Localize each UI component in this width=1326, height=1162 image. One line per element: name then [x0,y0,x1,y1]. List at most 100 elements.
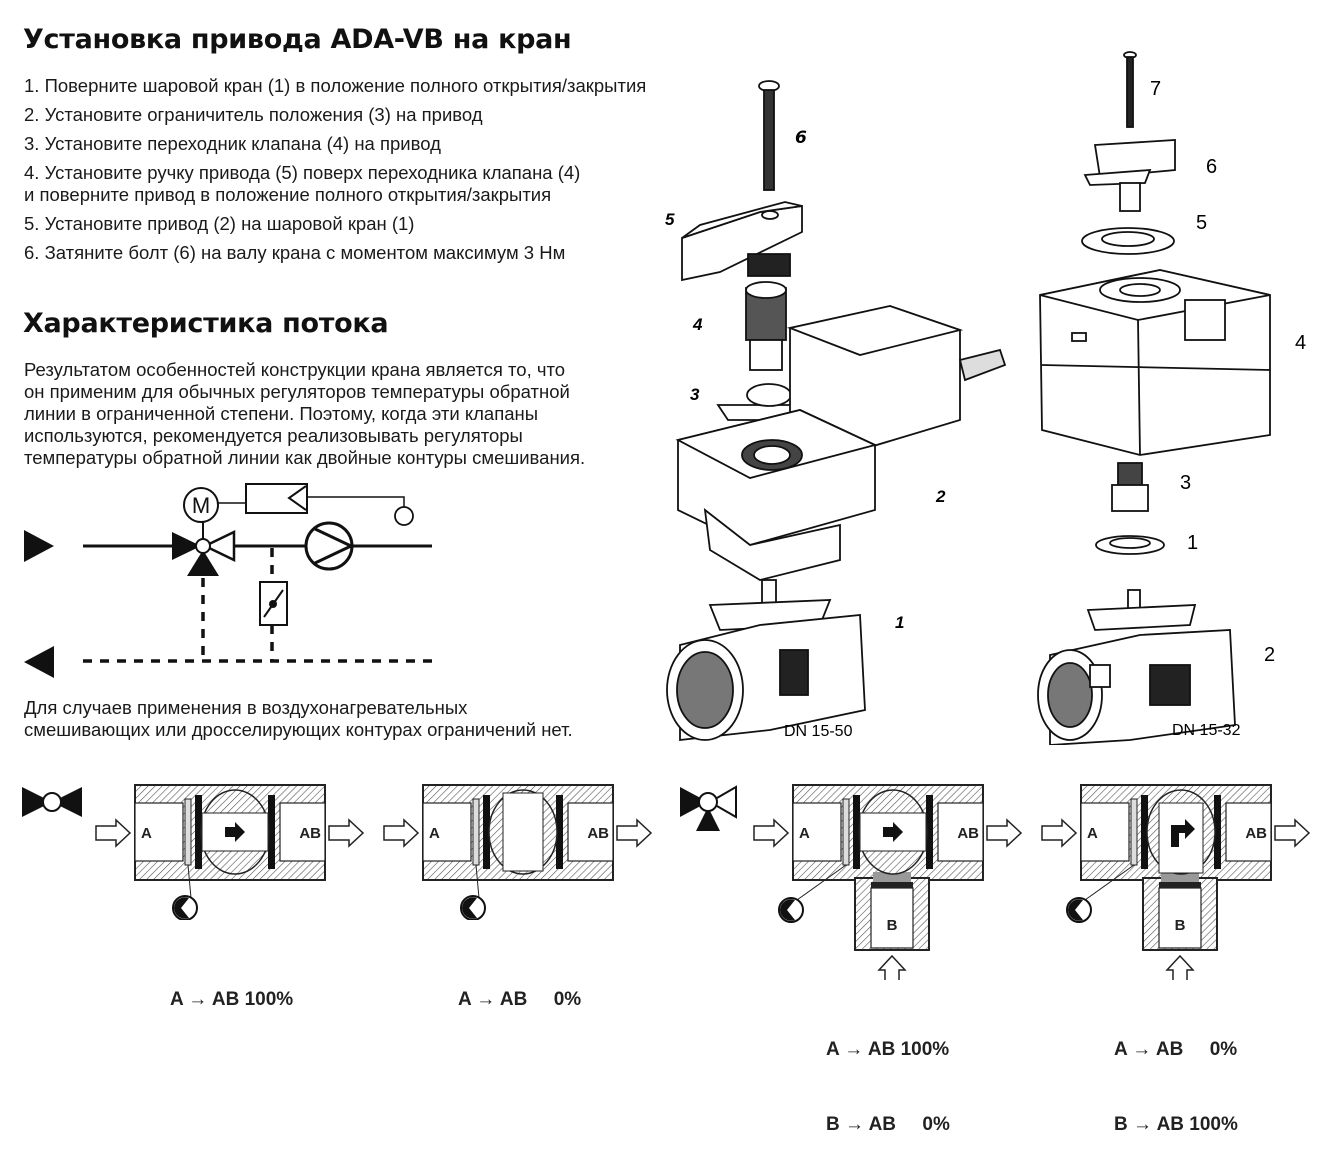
branch-inlet-arrow-icon [877,954,907,980]
note-line: смешивающих или дросселирующих контурах … [24,719,573,740]
gasket [184,798,192,866]
seal-right [926,795,933,869]
outlet-arrow-icon [986,818,1023,848]
seal-left [1141,795,1148,869]
step-1: 1. Поверните шаровой кран (1) в положени… [24,75,647,96]
result-line: A → AB 0% [1114,1039,1238,1060]
assembly-left-drawing: 6 5 4 3 2 1 DN 15-50 [665,80,1007,742]
inlet-arrow-icon [753,818,790,848]
gasket [1130,798,1138,866]
step-2: 2. Установите ограничитель положения (3)… [24,104,483,125]
label-actuator: 4 [1295,332,1306,354]
label-actuator: 2 [935,487,946,506]
inlet-channel [422,802,472,862]
valve-caption-right: DN 15-32 [1172,722,1241,739]
seal-right [1214,795,1221,869]
result-line: A → AB 0% [458,989,582,1010]
port-label-ab: AB [587,825,609,842]
label-adapter: 4 [692,315,703,334]
outlet-channel [279,802,326,862]
two-way-closed-diagram: A AB [383,784,653,920]
label-adapter: 3 [1180,472,1191,494]
valve-caption-left: DN 15-50 [784,723,853,740]
branch-seal [1159,882,1201,888]
label-valve: 2 [1264,644,1275,666]
actuator-icon [675,305,1007,581]
adapter-icon [1111,462,1149,512]
dial-leader [187,864,192,899]
note-line: Для случаев применения в воздухонагреват… [24,697,468,718]
dial-pointer [174,897,189,919]
sensor-icon [394,506,414,526]
step-4: 4. Установите ручку привода (5) поверх п… [24,162,581,183]
return-arrow-icon [24,646,54,678]
flow-title: Характеристика потока [23,308,389,339]
dial-leader [1084,864,1135,901]
outlet-channel [567,802,614,862]
branch-seal [871,882,913,888]
outlet-channel [937,802,984,862]
port-label-ab: AB [1245,825,1267,842]
label-scale-ring: 5 [1196,212,1207,234]
ball-valve-icon [666,579,866,742]
result-line: A → AB 100% [170,989,294,1010]
two-way-valve-icon [22,787,82,817]
branch-port [870,887,914,949]
branch-port [1158,887,1202,949]
three-way-straight-result: A → AB 100% B → AB 0% [826,987,950,1162]
three-way-bypass-result: A → AB 0% B → AB 100% [1114,987,1238,1162]
lock-ring-icon [1095,535,1165,555]
port-label-a: A [141,825,152,842]
flow-arrow-icon [883,822,903,842]
gasket [842,798,850,866]
paragraph-line: используются, рекомендуется реализовыват… [24,425,523,446]
inlet-arrow-icon [1041,818,1078,848]
flow-paragraph: Результатом особенностей конструкции кра… [24,359,585,469]
label-lock-ring: 1 [1187,532,1198,554]
actuator-icon [1039,269,1271,456]
handle-icon [1083,139,1176,212]
step-5: 5. Установите привод (2) на шаровой кран… [24,213,415,234]
dial-leader [796,864,847,901]
ball-bore [859,812,927,852]
pump-icon [304,521,355,571]
paragraph-line: температуры обратной линии как двойные к… [24,447,586,468]
two-way-open-result: A → AB 100% [170,937,293,1037]
ball-valve-icon [1037,589,1236,745]
seal-left [195,795,202,869]
label-bolt: 7 [1150,78,1161,100]
branch-seat [873,872,911,882]
bolt-icon [1123,51,1137,128]
outlet-channel [1225,802,1272,862]
label-valve: 1 [895,613,904,632]
ball-bore [1158,802,1204,874]
outlet-arrow-icon [328,818,365,848]
step-6: 6. Затяните болт (6) на валу крана с мом… [24,242,566,263]
controller-icon [245,483,308,514]
installation-title: Установка привода ADA-VB на кран [23,24,572,55]
hydraulic-schematic: M [24,483,432,678]
port-label-b: B [1175,917,1186,934]
step-3: 3. Установите переходник клапана (4) на … [24,133,441,154]
paragraph-line: линии в ограниченной степени. Поэтому, к… [24,403,539,424]
flow-arrow-icon [1171,819,1195,847]
inlet-arrow-icon [383,818,420,848]
dial-pointer [1068,899,1083,921]
three-way-valve-icon [680,785,737,831]
outlet-arrow-icon [616,818,653,848]
outlet-arrow-icon [1274,818,1311,848]
flow-arrow-icon [225,822,245,842]
motor-icon: M [183,487,219,523]
inlet-arrow-icon [95,818,132,848]
seal-right [556,795,563,869]
gasket [472,798,480,866]
paragraph-line: он применим для обычных регуляторов темп… [24,381,570,402]
supply-arrow-icon [24,530,54,562]
three-way-valve-icon [172,530,236,576]
label-handle: 5 [665,210,675,229]
port-label-a: A [429,825,440,842]
inlet-channel [792,802,842,862]
paragraph-line: Результатом особенностей конструкции кра… [24,359,566,380]
